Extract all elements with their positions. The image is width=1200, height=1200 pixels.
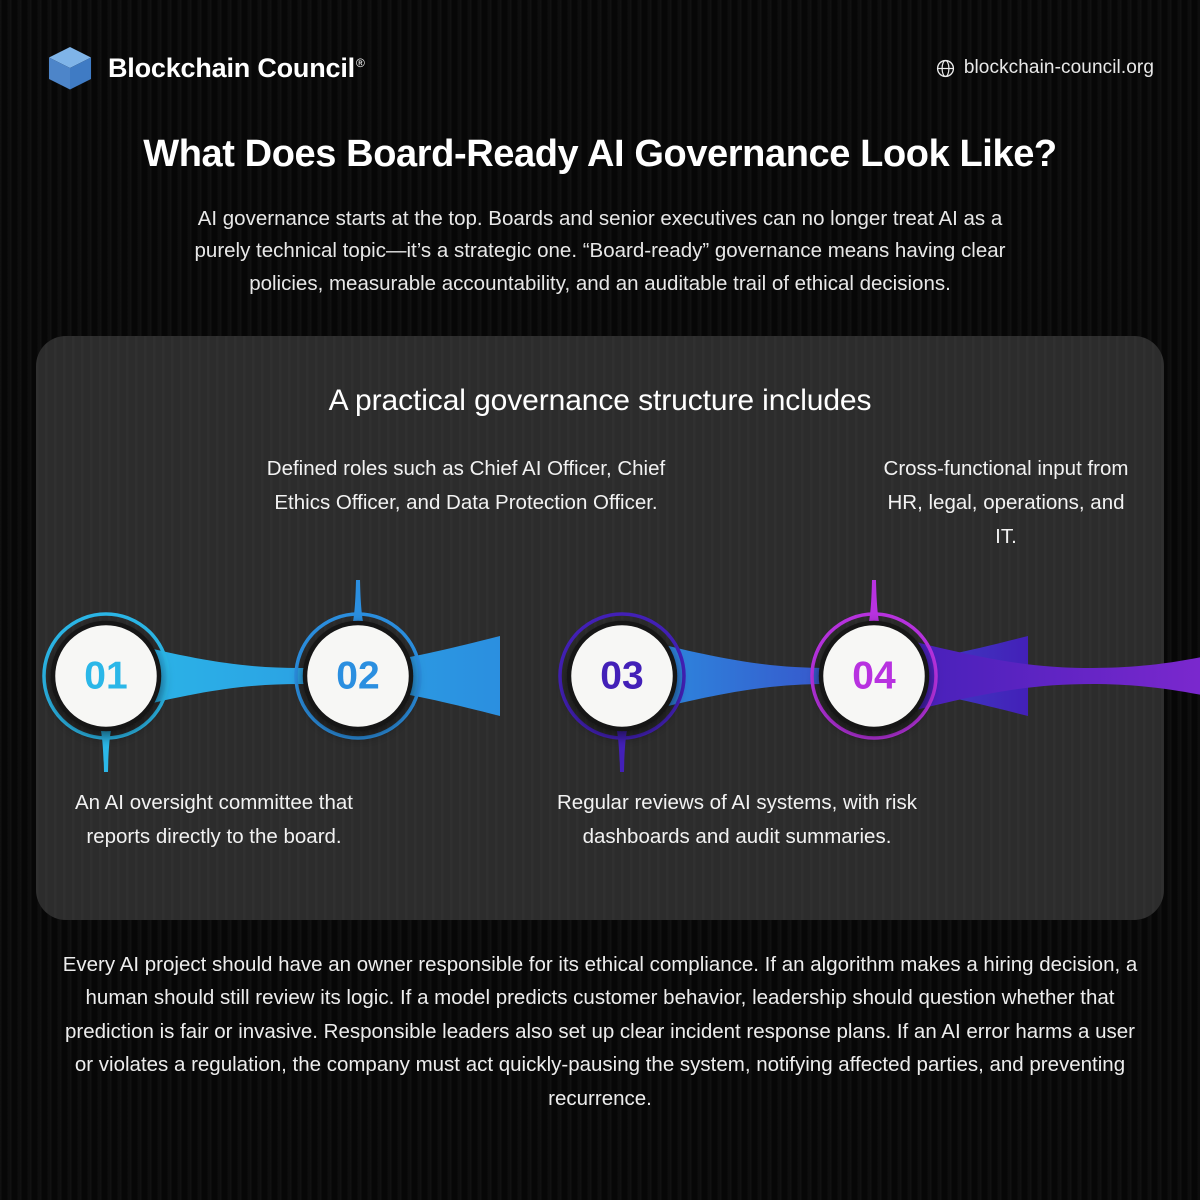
governance-structure-card: A practical governance structure include… — [36, 336, 1200, 920]
node-disc-02 — [302, 620, 414, 732]
node-disc-01 — [50, 620, 162, 732]
connector-01-02 — [100, 636, 500, 716]
step-caption-03: Regular reviews of AI systems, with risk… — [557, 791, 917, 848]
outro-paragraph: Every AI project should have an owner re… — [62, 953, 1138, 1110]
globe-icon — [936, 59, 954, 77]
node-number-01: 01 — [84, 655, 127, 698]
registered-mark-icon: ® — [355, 55, 365, 70]
timeline-node-04[interactable]: 04 — [810, 612, 938, 740]
card-title: A practical governance structure include… — [328, 384, 872, 417]
node-number-03: 03 — [600, 655, 643, 698]
timeline-node-02[interactable]: 02 — [294, 612, 422, 740]
step-caption-04: Cross-functional input from HR, legal, o… — [883, 457, 1129, 548]
node-ring-01 — [42, 612, 170, 740]
intro-paragraph: AI governance starts at the top. Boards … — [194, 207, 1006, 295]
timeline-node-03[interactable]: 03 — [558, 612, 686, 740]
timeline-graphic: 01 02 03 04 — [42, 580, 1200, 772]
node-disc-04 — [818, 620, 930, 732]
node-ring-04 — [810, 612, 938, 740]
node-number-02: 02 — [336, 655, 379, 698]
page-title: What Does Board-Ready AI Governance Look… — [143, 133, 1057, 175]
header: Blockchain Council® blockchain-council.o… — [0, 38, 1200, 98]
node-ring-02 — [294, 612, 422, 740]
connector-03-04 — [892, 636, 1200, 716]
node-disc-03 — [566, 620, 678, 732]
brand-logo[interactable]: Blockchain Council® — [46, 44, 365, 92]
step-caption-01: An AI oversight committee that reports d… — [74, 791, 354, 848]
cube-icon — [49, 47, 91, 90]
brand-name-text: Blockchain Council — [108, 52, 355, 83]
brand-name: Blockchain Council® — [108, 53, 365, 84]
step-caption-02: Defined roles such as Chief AI Officer, … — [266, 457, 666, 514]
website-link[interactable]: blockchain-council.org — [936, 57, 1154, 79]
timeline-node-01[interactable]: 01 — [42, 612, 170, 740]
website-url-label: blockchain-council.org — [963, 57, 1154, 78]
node-ring-03 — [558, 612, 686, 740]
node-number-04: 04 — [852, 655, 896, 698]
